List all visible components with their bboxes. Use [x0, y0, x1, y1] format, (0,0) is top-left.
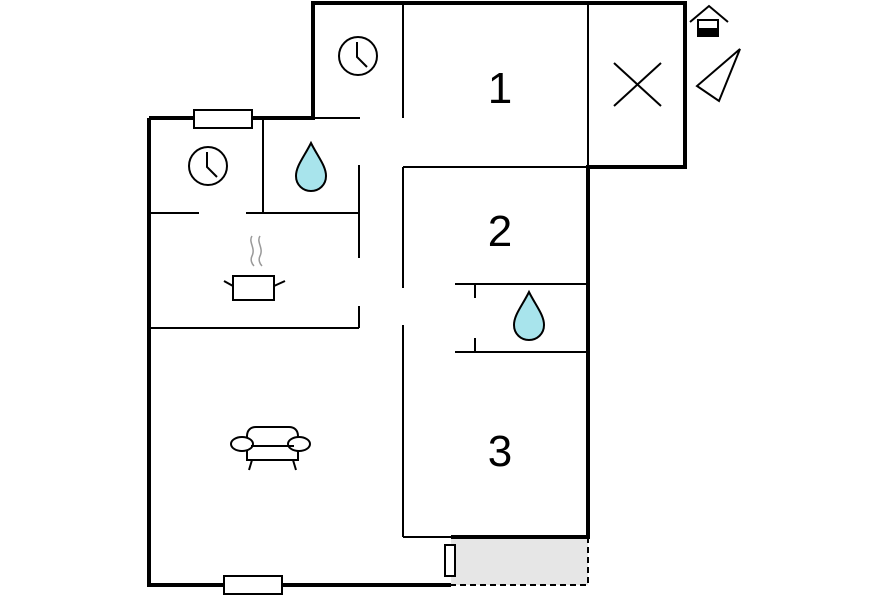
- house-icon: [689, 4, 729, 37]
- window-bottom: [223, 575, 283, 595]
- windows: [193, 109, 456, 595]
- outer-wall-upper: [149, 1, 687, 539]
- outer-walls: [147, 1, 687, 587]
- interior-walls: [149, 3, 589, 538]
- cooking-pot-icon: [223, 235, 286, 301]
- terrace-door: [444, 544, 456, 577]
- room-label-2: 2: [488, 207, 512, 256]
- water-drop-icon: [512, 289, 546, 342]
- cross-icon: [613, 62, 662, 107]
- terrace-outline: [451, 537, 589, 586]
- terrace: [451, 537, 589, 586]
- north-arrow-icon: [695, 48, 741, 103]
- room-label-3: 3: [488, 427, 512, 476]
- terrace-area: [451, 537, 588, 585]
- clock-icon: [188, 146, 228, 186]
- window-top: [193, 109, 253, 129]
- outer-wall-lower: [147, 118, 451, 587]
- water-drop-icon: [294, 140, 328, 193]
- sofa-icon: [230, 426, 311, 471]
- clock-icon: [338, 36, 378, 76]
- room-label-1: 1: [488, 64, 512, 113]
